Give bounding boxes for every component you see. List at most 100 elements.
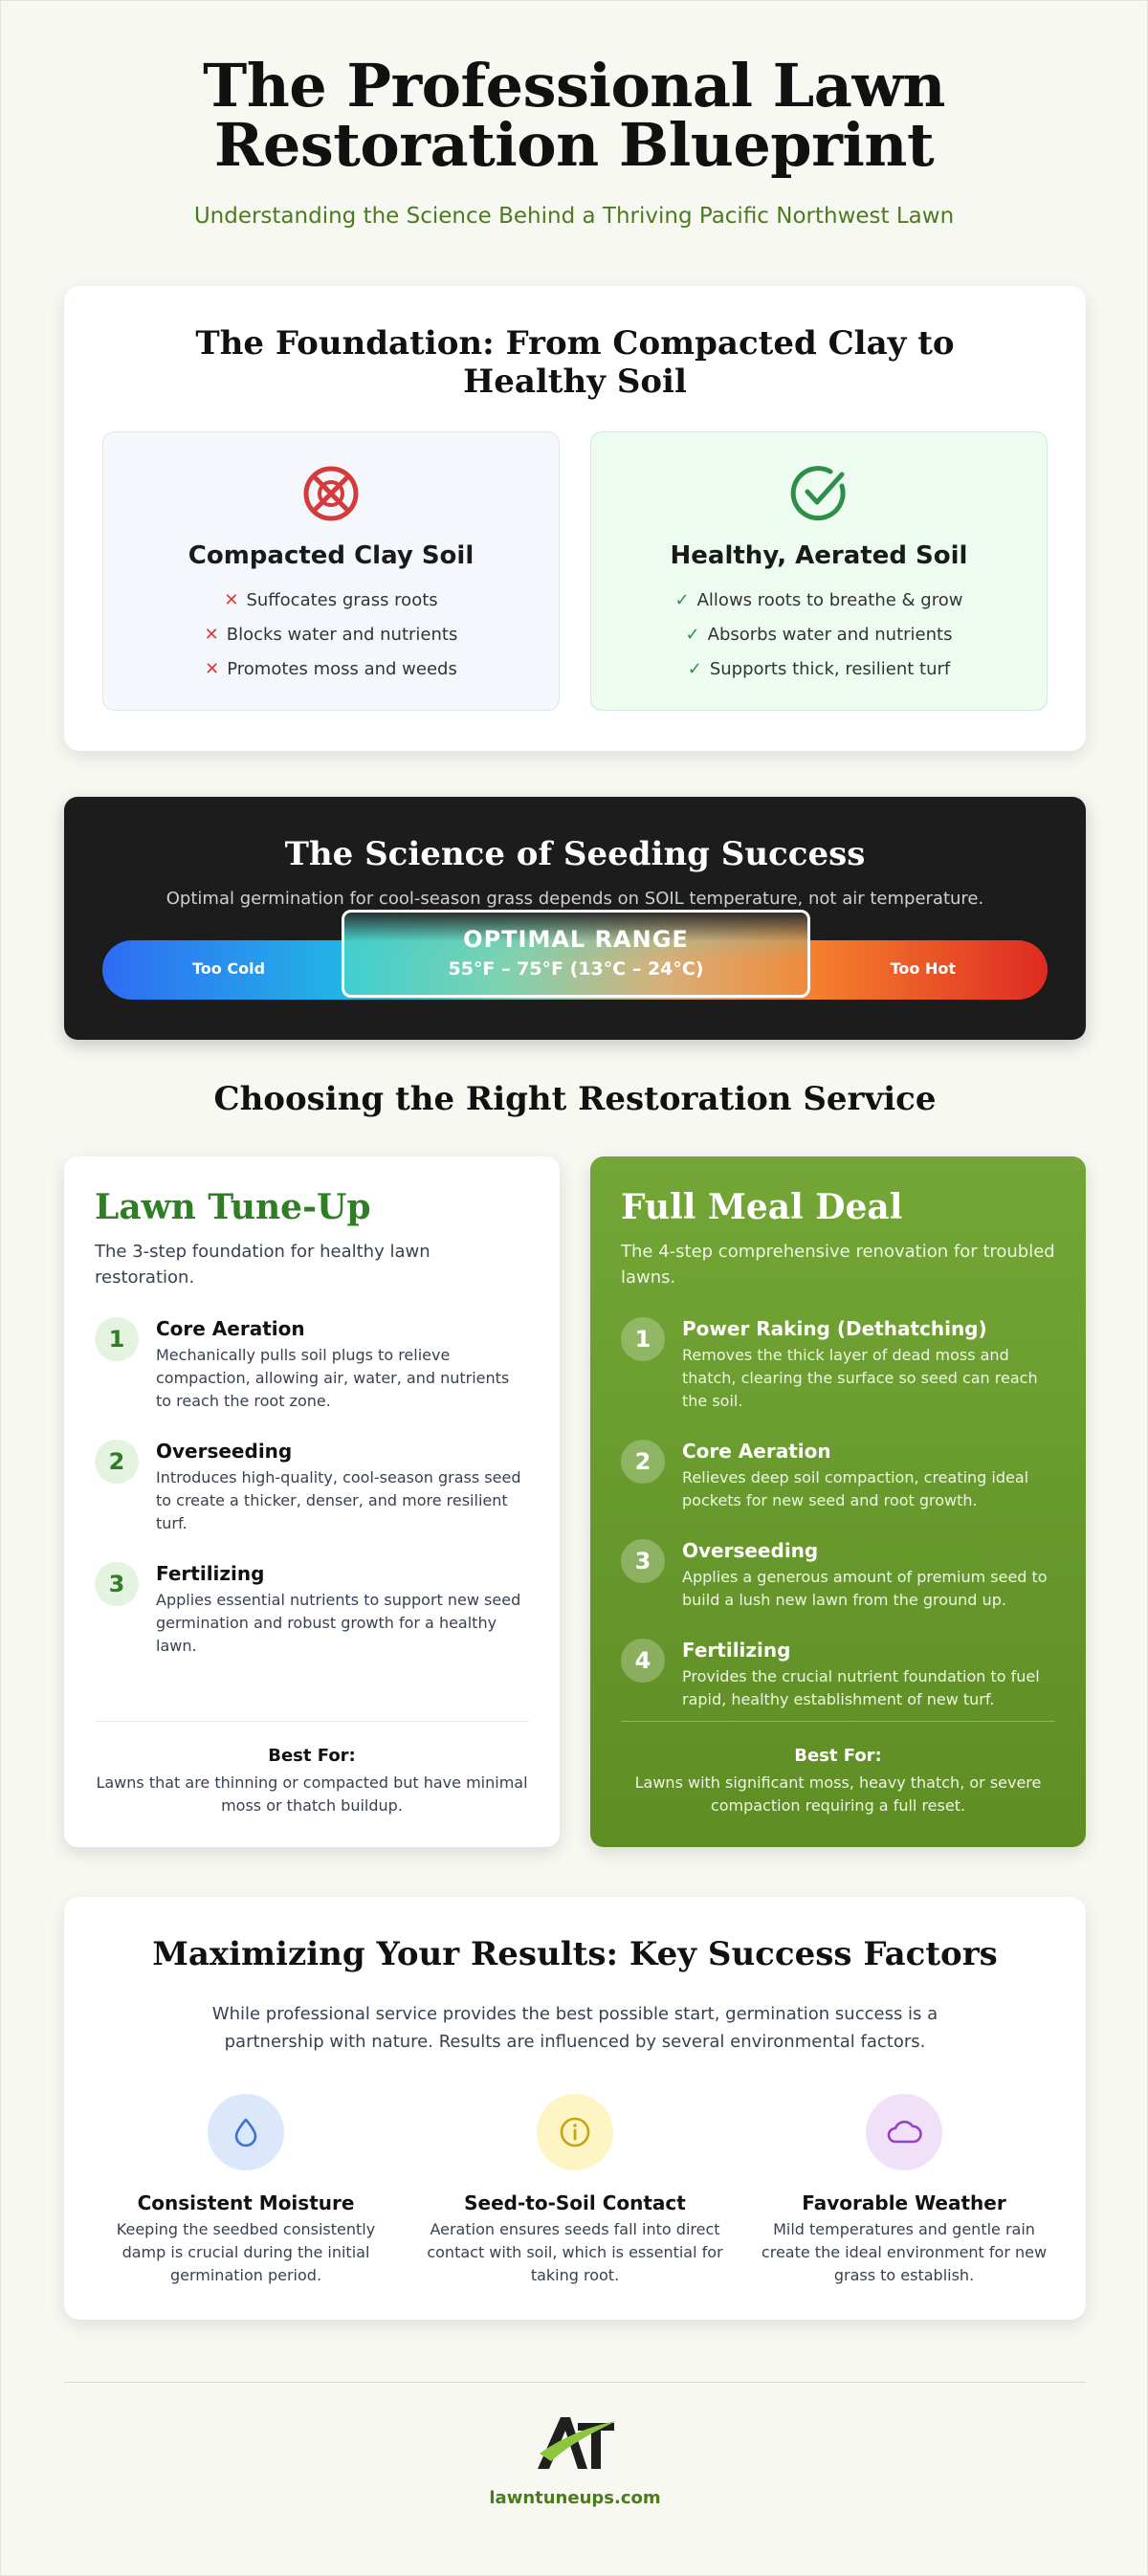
- optimal-range-box: OPTIMAL RANGE 55°F – 75°F (13°C – 24°C): [342, 910, 810, 998]
- check-icon: ✓: [685, 625, 700, 645]
- foundation-title: The Foundation: From Compacted Clay to H…: [195, 324, 955, 401]
- compacted-soil-icon: [303, 466, 359, 521]
- x-icon: ✕: [204, 625, 219, 645]
- too-cold-label: Too Cold: [192, 959, 266, 978]
- list-item: ✕Promotes moss and weeds: [205, 659, 457, 679]
- divider: [95, 1721, 529, 1722]
- page-title-line2: Restoration Blueprint: [213, 110, 935, 180]
- step-title: Overseeding: [682, 1539, 819, 1562]
- science-title: The Science of Seeding Success: [284, 835, 866, 873]
- factor-title: Seed-to-Soil Contact: [464, 2191, 686, 2214]
- factor-icon-circle: [537, 2094, 613, 2170]
- x-icon: ✕: [224, 590, 239, 610]
- service-intro: The 3-step foundation for healthy lawn r…: [95, 1242, 430, 1288]
- list-item: ✕Suffocates grass roots: [224, 590, 438, 610]
- step-title: Fertilizing: [682, 1639, 791, 1662]
- step-title: Overseeding: [156, 1440, 293, 1463]
- service-intro: The 4-step comprehensive renovation for …: [621, 1242, 1055, 1288]
- cloud-icon: [887, 2120, 922, 2144]
- step-number: 4: [621, 1639, 665, 1683]
- company-logo: [538, 2417, 616, 2469]
- best-for: Best For: Lawns with significant moss, h…: [590, 1746, 1086, 1817]
- step-description: Applies essential nutrients to support n…: [156, 1591, 521, 1655]
- step-number: 1: [621, 1317, 665, 1361]
- step-number: 3: [621, 1539, 665, 1583]
- service-step: 1 Power Raking (Dethatching) Removes the …: [590, 1317, 1086, 1413]
- too-hot-label: Too Hot: [890, 959, 956, 978]
- step-number: 2: [621, 1440, 665, 1484]
- compacted-soil-list: ✕Suffocates grass roots ✕Blocks water an…: [103, 583, 559, 687]
- factor-description: Keeping the seedbed consistently damp is…: [116, 2220, 376, 2284]
- step-title: Fertilizing: [156, 1562, 265, 1585]
- step-title: Core Aeration: [156, 1317, 305, 1340]
- factor-consistent-moisture: Consistent Moisture Keeping the seedbed …: [93, 2094, 399, 2287]
- factor-seed-to-soil-contact: Seed-to-Soil Contact Aeration ensures se…: [422, 2094, 728, 2287]
- list-item: ✓Supports thick, resilient turf: [687, 659, 951, 679]
- compacted-soil-heading: Compacted Clay Soil: [188, 541, 475, 570]
- step-description: Introduces high-quality, cool-season gra…: [156, 1468, 521, 1532]
- service-name: Full Meal Deal: [621, 1187, 903, 1227]
- step-number: 1: [95, 1317, 139, 1361]
- x-icon: ✕: [205, 659, 220, 679]
- best-for-text: Lawns that are thinning or compacted but…: [96, 1773, 528, 1815]
- step-number: 2: [95, 1440, 139, 1484]
- factors-lead: While professional service provides the …: [211, 2004, 938, 2052]
- step-number: 3: [95, 1562, 139, 1606]
- factor-description: Aeration ensures seeds fall into direct …: [427, 2220, 723, 2284]
- best-for: Best For: Lawns that are thinning or com…: [64, 1746, 560, 1817]
- step-description: Provides the crucial nutrient foundation…: [682, 1667, 1040, 1708]
- step-description: Relieves deep soil compaction, creating …: [682, 1468, 1029, 1509]
- factor-favorable-weather: Favorable Weather Mild temperatures and …: [751, 2094, 1057, 2287]
- factor-icon-circle: [208, 2094, 284, 2170]
- lawn-tune-up-card: Lawn Tune-Up The 3-step foundation for h…: [64, 1156, 560, 1847]
- list-item: ✓Absorbs water and nutrients: [685, 625, 953, 645]
- factor-description: Mild temperatures and gentle rain create…: [761, 2220, 1048, 2284]
- foundation-card: The Foundation: From Compacted Clay to H…: [64, 286, 1086, 751]
- step-description: Removes the thick layer of dead moss and…: [682, 1346, 1038, 1410]
- page-subtitle: Understanding the Science Behind a Thriv…: [193, 204, 955, 229]
- success-factors-card: Maximizing Your Results: Key Success Fac…: [64, 1897, 1086, 2320]
- website-link[interactable]: lawntuneups.com: [489, 2488, 661, 2508]
- optimal-range-value: 55°F – 75°F (13°C – 24°C): [448, 958, 704, 980]
- services-title: Choosing the Right Restoration Service: [213, 1080, 937, 1118]
- science-panel: The Science of Seeding Success Optimal g…: [64, 797, 1086, 1040]
- water-drop-icon: [234, 2118, 257, 2147]
- factor-title: Favorable Weather: [802, 2191, 1006, 2214]
- step-title: Core Aeration: [682, 1440, 831, 1463]
- healthy-soil-heading: Healthy, Aerated Soil: [670, 541, 968, 570]
- healthy-soil-panel: Healthy, Aerated Soil ✓Allows roots to b…: [590, 431, 1048, 711]
- factors-title: Maximizing Your Results: Key Success Fac…: [152, 1935, 998, 1973]
- page-title-line1: The Professional Lawn: [203, 51, 945, 121]
- step-description: Applies a generous amount of premium see…: [682, 1568, 1048, 1609]
- step-description: Mechanically pulls soil plugs to relieve…: [156, 1346, 510, 1410]
- check-icon: ✓: [674, 590, 690, 610]
- healthy-soil-list: ✓Allows roots to breathe & grow ✓Absorbs…: [591, 583, 1047, 687]
- optimal-range-label: OPTIMAL RANGE: [463, 926, 689, 953]
- factor-title: Consistent Moisture: [137, 2191, 355, 2214]
- science-description: Optimal germination for cool-season gras…: [166, 889, 984, 909]
- check-circle-icon: [790, 466, 846, 521]
- divider: [621, 1721, 1055, 1722]
- info-icon: [560, 2117, 590, 2147]
- check-icon: ✓: [687, 659, 702, 679]
- step-title: Power Raking (Dethatching): [682, 1317, 987, 1340]
- page-title: The Professional Lawn Restoration Bluepr…: [1, 56, 1147, 175]
- best-for-text: Lawns with significant moss, heavy thatc…: [634, 1773, 1042, 1815]
- header: The Professional Lawn Restoration Bluepr…: [1, 1, 1147, 230]
- best-for-label: Best For:: [794, 1746, 882, 1766]
- service-name: Lawn Tune-Up: [95, 1187, 371, 1227]
- footer-divider: [64, 2382, 1086, 2383]
- list-item: ✓Allows roots to breathe & grow: [674, 590, 963, 610]
- compacted-soil-panel: Compacted Clay Soil ✕Suffocates grass ro…: [102, 431, 560, 711]
- factor-icon-circle: [866, 2094, 942, 2170]
- list-item: ✕Blocks water and nutrients: [204, 625, 458, 645]
- best-for-label: Best For:: [268, 1746, 356, 1766]
- full-meal-deal-card: Full Meal Deal The 4-step comprehensive …: [590, 1156, 1086, 1847]
